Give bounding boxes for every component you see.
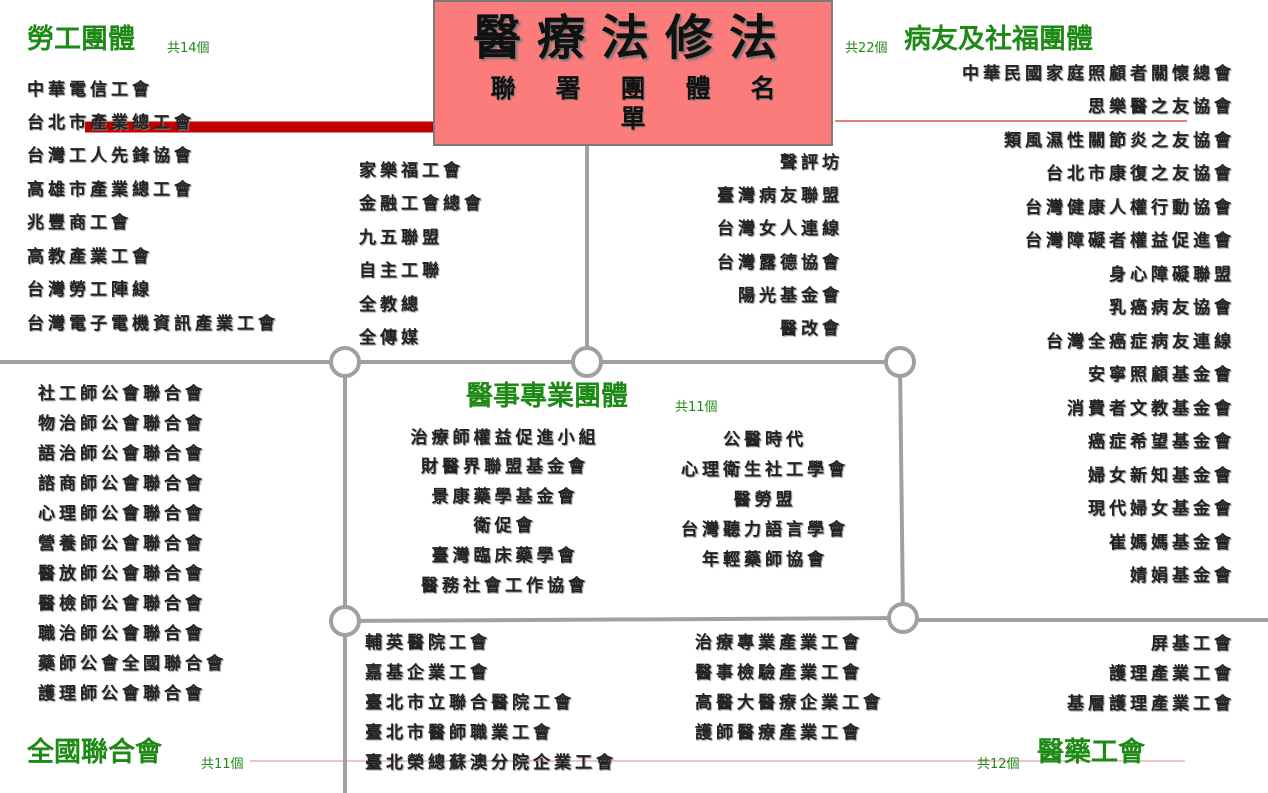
list-item: 婧娟基金會	[1130, 566, 1235, 586]
labor-title: 勞工團體	[27, 24, 135, 55]
national-title: 全國聯合會	[27, 737, 162, 768]
list-item: 臺灣臨床藥學會	[431, 546, 579, 566]
patient-title: 病友及社福團體	[904, 24, 1093, 55]
list-item: 陽光基金會	[738, 286, 843, 306]
list-item: 台灣聽力語言學會	[681, 520, 849, 540]
list-item: 嘉基企業工會	[365, 663, 491, 683]
list-item: 全教總	[359, 295, 422, 315]
list-item: 醫事檢驗產業工會	[695, 663, 863, 683]
list-item: 台灣勞工陣線	[27, 280, 153, 300]
list-item: 現代婦女基金會	[1088, 499, 1235, 519]
list-item: 高雄市產業總工會	[27, 180, 195, 200]
list-item: 臺北榮總蘇澳分院企業工會	[365, 753, 617, 773]
list-item: 台北市產業總工會	[27, 113, 195, 133]
list-item: 身心障礙聯盟	[1109, 265, 1235, 285]
node-circle	[887, 602, 919, 634]
list-item: 癌症希望基金會	[1088, 432, 1235, 452]
list-item: 台灣障礙者權益促進會	[1025, 231, 1235, 251]
list-item: 語治師公會聯合會	[38, 444, 206, 464]
list-item: 醫檢師公會聯合會	[38, 594, 206, 614]
node-circle	[571, 346, 603, 378]
list-item: 九五聯盟	[359, 228, 443, 248]
list-item: 自主工聯	[359, 261, 443, 281]
node-circle	[329, 346, 361, 378]
list-item: 公醫時代	[723, 430, 807, 450]
union-title: 醫藥工會	[1037, 737, 1145, 768]
list-item: 金融工會總會	[359, 194, 485, 214]
list-item: 婦女新知基金會	[1088, 466, 1235, 486]
list-item: 類風濕性關節炎之友協會	[1004, 131, 1235, 151]
node-circle	[329, 605, 361, 637]
horizontal-lower	[344, 616, 904, 623]
list-item: 年輕藥師協會	[702, 550, 828, 570]
list-item: 中華電信工會	[27, 80, 153, 100]
list-item: 安寧照顧基金會	[1088, 365, 1235, 385]
list-item: 基層護理產業工會	[1067, 694, 1235, 714]
list-item: 台北市康復之友協會	[1046, 164, 1235, 184]
list-item: 臺灣病友聯盟	[717, 186, 843, 206]
list-item: 社工師公會聯合會	[38, 384, 206, 404]
list-item: 營養師公會聯合會	[38, 534, 206, 554]
list-item: 消費者文教基金會	[1067, 399, 1235, 419]
list-item: 治療專業產業工會	[695, 633, 863, 653]
list-item: 財醫界聯盟基金會	[421, 457, 589, 477]
list-item: 屏基工會	[1151, 634, 1235, 654]
list-item: 諮商師公會聯合會	[38, 474, 206, 494]
patient-count: 共22個	[845, 41, 888, 56]
banner-title: 醫療法修法	[472, 10, 793, 66]
list-item: 醫勞盟	[733, 490, 797, 510]
list-item: 醫改會	[780, 319, 843, 339]
list-item: 護理師公會聯合會	[38, 684, 206, 704]
list-item: 護師醫療產業工會	[695, 723, 863, 743]
medical-count: 共11個	[675, 400, 718, 415]
list-item: 醫放師公會聯合會	[38, 564, 206, 584]
list-item: 治療師權益促進小組	[410, 428, 600, 448]
list-item: 兆豐商工會	[27, 213, 132, 233]
list-item: 台灣工人先鋒協會	[27, 146, 195, 166]
list-item: 臺北市立聯合醫院工會	[365, 693, 575, 713]
title-banner: 醫療法修法 聯署團體名單	[433, 0, 833, 146]
node-circle	[884, 346, 916, 378]
union-count: 共12個	[977, 757, 1020, 772]
list-item: 台灣健康人權行動協會	[1025, 198, 1235, 218]
list-item: 聲評坊	[780, 153, 843, 173]
list-item: 台灣露德協會	[717, 253, 843, 273]
list-item: 高教產業工會	[27, 247, 153, 267]
national-count: 共11個	[201, 757, 244, 772]
list-item: 物治師公會聯合會	[38, 414, 206, 434]
list-item: 心理衛生社工學會	[681, 460, 849, 480]
list-item: 輔英醫院工會	[365, 633, 491, 653]
list-item: 心理師公會聯合會	[38, 504, 206, 524]
list-item: 乳癌病友協會	[1109, 298, 1235, 318]
list-item: 醫務社會工作協會	[421, 576, 589, 596]
list-item: 全傳媒	[359, 328, 422, 348]
list-item: 職治師公會聯合會	[38, 624, 206, 644]
list-item: 藥師公會全國聯合會	[38, 654, 227, 674]
list-item: 護理產業工會	[1109, 664, 1235, 684]
list-item: 衛促會	[473, 516, 537, 536]
list-item: 臺北市醫師職業工會	[365, 723, 554, 743]
list-item: 中華民國家庭照顧者關懷總會	[962, 64, 1235, 84]
labor-count: 共14個	[167, 41, 210, 56]
banner-subtitle: 聯署團體名單	[490, 74, 816, 133]
box-right	[898, 361, 905, 619]
list-item: 台灣電子電機資訊產業工會	[27, 314, 279, 334]
list-item: 台灣全癌症病友連線	[1046, 332, 1235, 352]
list-item: 高醫大醫療企業工會	[695, 693, 884, 713]
list-item: 景康藥學基金會	[431, 487, 579, 507]
medical-title: 醫事專業團體	[466, 381, 628, 412]
list-item: 家樂福工會	[359, 161, 464, 181]
list-item: 台灣女人連線	[717, 219, 843, 239]
list-item: 崔媽媽基金會	[1109, 533, 1235, 553]
list-item: 思樂醫之友協會	[1088, 97, 1235, 117]
